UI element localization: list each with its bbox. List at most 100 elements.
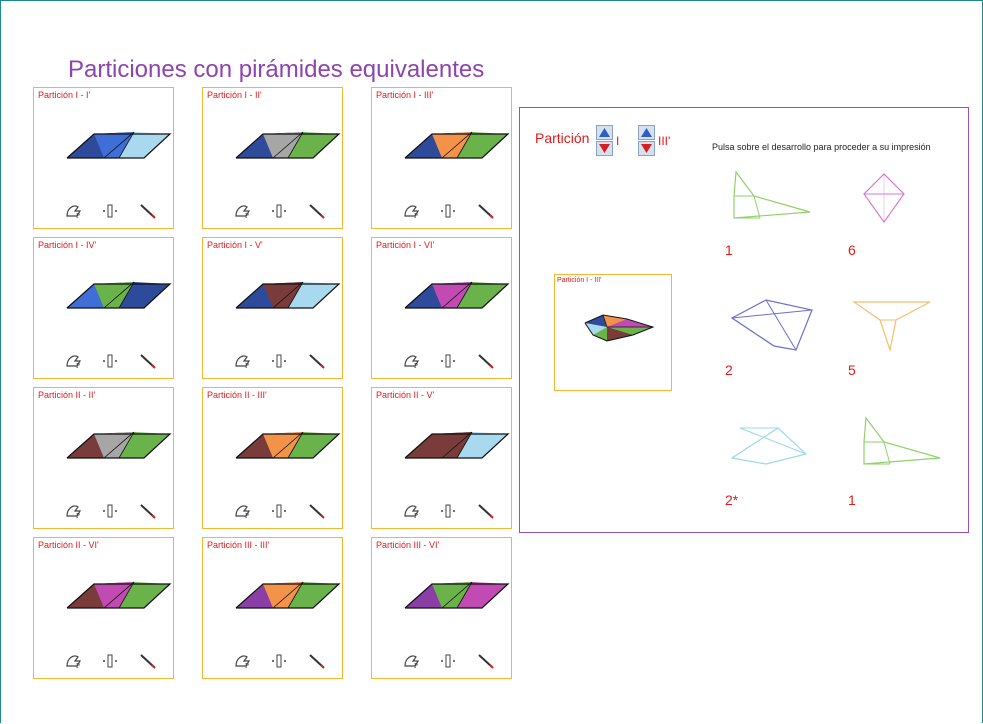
card-toolbar: P (402, 352, 502, 370)
spinner-down-button[interactable] (638, 141, 655, 156)
explode-icon[interactable] (438, 652, 458, 670)
pencil-icon[interactable] (307, 352, 327, 370)
net-diagram[interactable] (726, 294, 822, 361)
partition-solid-icon (235, 581, 341, 609)
partition-card[interactable]: Partición I - VI' P (371, 237, 512, 379)
print-icon[interactable]: P (233, 352, 253, 370)
print-icon[interactable]: P (402, 202, 422, 220)
partition-card[interactable]: Partición III - III' P (202, 537, 343, 679)
print-icon[interactable]: P (233, 202, 253, 220)
net-number: 1 (848, 492, 856, 508)
left-partition-spinner[interactable] (596, 125, 613, 157)
explode-icon[interactable] (269, 652, 289, 670)
svg-text:P: P (414, 662, 418, 670)
right-partition-spinner[interactable] (638, 125, 655, 157)
card-toolbar: P (233, 652, 333, 670)
print-icon[interactable]: P (64, 502, 84, 520)
net-number: 5 (848, 362, 856, 378)
card-toolbar: P (64, 352, 164, 370)
pencil-icon[interactable] (476, 652, 496, 670)
net-diagram[interactable] (720, 168, 816, 235)
card-toolbar: P (233, 352, 333, 370)
print-icon[interactable]: P (64, 352, 84, 370)
pencil-icon[interactable] (307, 202, 327, 220)
explode-icon[interactable] (438, 502, 458, 520)
pencil-icon[interactable] (307, 652, 327, 670)
partition-solid-icon (404, 431, 510, 459)
pencil-icon[interactable] (476, 352, 496, 370)
partition-solid-icon (66, 281, 172, 309)
partition-card[interactable]: Partición II - V' P (371, 387, 512, 529)
partition-card-label: Partición II - V' (376, 390, 435, 400)
net-number: 2 (725, 362, 733, 378)
explode-icon[interactable] (269, 202, 289, 220)
pencil-icon[interactable] (138, 352, 158, 370)
partition-card[interactable]: Partición II - VI' P (33, 537, 174, 679)
left-partition-value: I (616, 134, 620, 148)
spinner-up-button[interactable] (596, 125, 613, 140)
print-icon[interactable]: P (64, 652, 84, 670)
svg-text:P: P (414, 512, 418, 520)
card-toolbar: P (402, 502, 502, 520)
explode-icon[interactable] (100, 202, 120, 220)
pencil-icon[interactable] (476, 502, 496, 520)
partition-solid-icon (66, 581, 172, 609)
svg-text:P: P (76, 512, 80, 520)
card-toolbar: P (64, 652, 164, 670)
net-number: 1 (725, 242, 733, 258)
pencil-icon[interactable] (138, 202, 158, 220)
partition-card-label: Partición III - III' (207, 540, 270, 550)
partition-card[interactable]: Partición III - VI' P (371, 537, 512, 679)
print-icon[interactable]: P (233, 502, 253, 520)
pencil-icon[interactable] (307, 502, 327, 520)
partition-card-label: Partición II - VI' (38, 540, 99, 550)
partition-solid-icon (235, 131, 341, 159)
print-icon[interactable]: P (402, 502, 422, 520)
preview-solid-icon (584, 314, 655, 342)
partition-card[interactable]: Partición I - I' P (33, 87, 174, 229)
spinner-down-button[interactable] (596, 141, 613, 156)
spinner-up-button[interactable] (638, 125, 655, 140)
page-title: Particiones con pirámides equivalentes (68, 56, 485, 83)
net-diagram[interactable] (856, 170, 952, 237)
partition-solid-icon (404, 581, 510, 609)
card-toolbar: P (64, 502, 164, 520)
explode-icon[interactable] (438, 202, 458, 220)
print-icon[interactable]: P (402, 352, 422, 370)
pencil-icon[interactable] (138, 652, 158, 670)
print-icon[interactable]: P (233, 652, 253, 670)
svg-text:P: P (245, 362, 249, 370)
card-toolbar: P (233, 502, 333, 520)
net-diagram[interactable] (726, 414, 822, 481)
partition-solid-icon (235, 431, 341, 459)
partition-card[interactable]: Partición I - III' P (371, 87, 512, 229)
explode-icon[interactable] (269, 502, 289, 520)
card-toolbar: P (233, 202, 333, 220)
explode-icon[interactable] (438, 352, 458, 370)
partition-card-label: Partición I - II' (207, 90, 262, 100)
pencil-icon[interactable] (476, 202, 496, 220)
net-diagram[interactable] (850, 414, 946, 481)
svg-text:P: P (245, 662, 249, 670)
card-toolbar: P (402, 202, 502, 220)
explode-icon[interactable] (100, 652, 120, 670)
print-icon[interactable]: P (64, 202, 84, 220)
partition-card-label: Partición I - V' (207, 240, 263, 250)
svg-text:P: P (76, 362, 80, 370)
explode-icon[interactable] (269, 352, 289, 370)
partition-card-label: Partición I - III' (376, 90, 434, 100)
print-icon[interactable]: P (402, 652, 422, 670)
partition-card-label: Partición I - I' (38, 90, 91, 100)
partition-card[interactable]: Partición I - IV' P (33, 237, 174, 379)
explode-icon[interactable] (100, 352, 120, 370)
partition-card[interactable]: Partición II - III' P (202, 387, 343, 529)
net-diagram[interactable] (850, 294, 946, 361)
partition-card[interactable]: Partición I - V' P (202, 237, 343, 379)
partition-card[interactable]: Partición I - II' P (202, 87, 343, 229)
explode-icon[interactable] (100, 502, 120, 520)
pencil-icon[interactable] (138, 502, 158, 520)
card-toolbar: P (402, 652, 502, 670)
svg-text:P: P (414, 212, 418, 220)
partition-card[interactable]: Partición II - II' P (33, 387, 174, 529)
partition-preview[interactable]: Partición I - III' (554, 274, 672, 391)
